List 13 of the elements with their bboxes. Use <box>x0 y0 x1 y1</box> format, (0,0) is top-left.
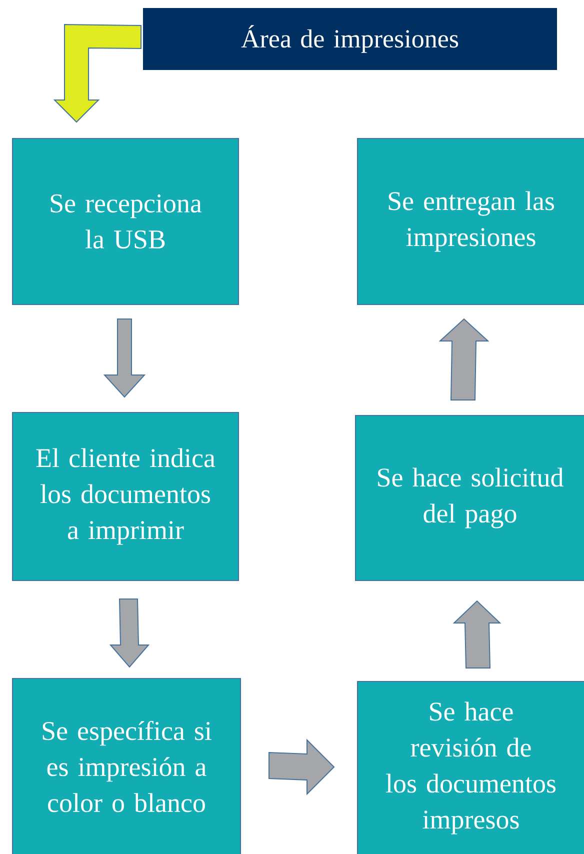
block-arrow <box>109 598 150 668</box>
title-banner: Área de impresiones <box>143 8 557 70</box>
process-box: Se recepciona la USB <box>12 138 239 305</box>
block-arrow <box>438 318 490 400</box>
block-arrow <box>53 24 142 123</box>
process-box: Se hace revisión de los documentos impresos <box>357 681 584 854</box>
block-arrow <box>452 600 502 668</box>
process-box: Se entregan las impresiones <box>357 138 584 305</box>
block-arrow <box>268 738 335 796</box>
process-box: El cliente indica los documentos a imprimir <box>12 412 239 581</box>
process-box: Se hace solicitud del pago <box>355 415 584 581</box>
process-box: Se específica si es impresión a color o blanco <box>12 678 241 854</box>
block-arrow <box>103 318 146 398</box>
